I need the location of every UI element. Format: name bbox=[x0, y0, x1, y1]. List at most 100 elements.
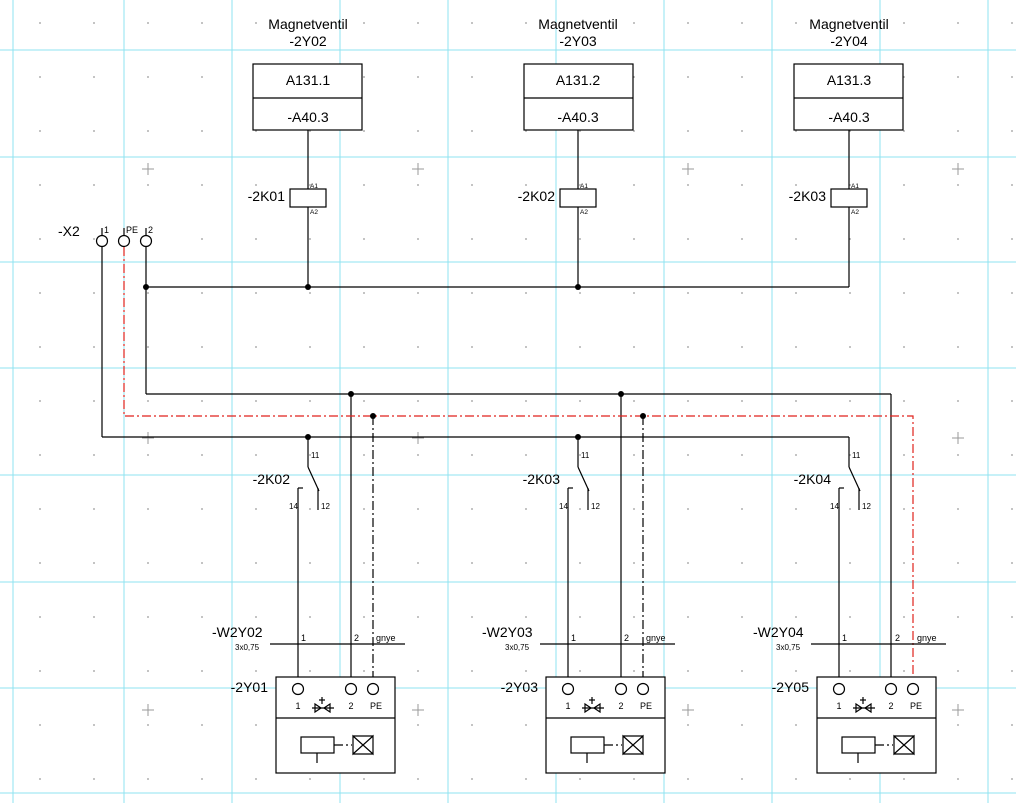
grid-dot bbox=[147, 346, 149, 348]
grid-dot bbox=[687, 562, 689, 564]
valve-tag: -2Y03 bbox=[559, 33, 597, 49]
cable-3[interactable]: -W2Y04 3x0,75 1 2 gnye bbox=[753, 624, 946, 652]
grid-dot bbox=[579, 346, 581, 348]
grid-dot bbox=[741, 400, 743, 402]
grid-dot bbox=[1011, 292, 1013, 294]
grid-dot bbox=[93, 22, 95, 24]
grid-dot bbox=[147, 724, 149, 726]
grid-dot bbox=[39, 238, 41, 240]
device-terminal-2[interactable] bbox=[614, 682, 628, 696]
terminal-1[interactable] bbox=[95, 234, 109, 248]
cable-2[interactable]: -W2Y03 3x0,75 1 2 gnye bbox=[482, 624, 675, 652]
grid-dot bbox=[957, 778, 959, 780]
cable-1[interactable]: -W2Y02 3x0,75 1 2 gnye bbox=[212, 624, 405, 652]
solenoid-device-1[interactable]: -2Y01 1 2 PE bbox=[231, 676, 396, 774]
valve-tag: -2Y04 bbox=[830, 33, 868, 49]
terminal-2[interactable] bbox=[139, 234, 153, 248]
device-terminal-2[interactable] bbox=[344, 682, 358, 696]
grid-dot bbox=[741, 22, 743, 24]
led-suppressor-icon bbox=[582, 697, 604, 714]
grid-dot bbox=[795, 724, 797, 726]
junction-dot bbox=[575, 284, 581, 290]
valve-icon bbox=[622, 734, 644, 756]
relay-coil[interactable] bbox=[830, 188, 868, 208]
grid-dot bbox=[471, 778, 473, 780]
grid-dot bbox=[93, 130, 95, 132]
grid-dot bbox=[633, 508, 635, 510]
grid-dot bbox=[957, 616, 959, 618]
cable-core-2: 2 bbox=[895, 633, 900, 643]
plc-ref: -A40.3 bbox=[557, 109, 598, 125]
relay-coil[interactable] bbox=[559, 188, 597, 208]
grid-dot bbox=[147, 778, 149, 780]
grid-dot bbox=[39, 508, 41, 510]
plc-output-box[interactable] bbox=[252, 63, 363, 131]
relay-coil-tag: -2K03 bbox=[789, 188, 827, 204]
device-terminal-pe[interactable] bbox=[366, 682, 380, 696]
relay-contact-2[interactable]: -2K03 11 14 12 bbox=[523, 437, 601, 685]
grid-dot bbox=[795, 346, 797, 348]
grid-dot bbox=[417, 670, 419, 672]
solenoid-device-3[interactable]: -2Y05 1 2 PE bbox=[772, 676, 937, 774]
grid-dot bbox=[93, 670, 95, 672]
grid-dot bbox=[687, 238, 689, 240]
device-terminal-1[interactable] bbox=[832, 682, 846, 696]
junction-dot bbox=[348, 391, 354, 397]
solenoid-device-2[interactable]: -2Y03 1 2 PE bbox=[501, 676, 666, 774]
device-terminal-2[interactable] bbox=[884, 682, 898, 696]
grid-dot bbox=[39, 22, 41, 24]
grid-dot bbox=[903, 670, 905, 672]
grid-dot bbox=[201, 238, 203, 240]
grid-dot bbox=[795, 616, 797, 618]
grid-dot bbox=[1011, 130, 1013, 132]
grid-dot bbox=[903, 400, 905, 402]
grid-dot bbox=[309, 238, 311, 240]
device-terminal-pe[interactable] bbox=[906, 682, 920, 696]
grid-dot bbox=[525, 184, 527, 186]
grid-dot bbox=[417, 508, 419, 510]
grid-dot bbox=[363, 778, 365, 780]
grid-dot bbox=[525, 508, 527, 510]
grid-dot bbox=[849, 400, 851, 402]
grid-dot bbox=[1011, 346, 1013, 348]
grid-dot bbox=[417, 130, 419, 132]
grid-dot bbox=[579, 616, 581, 618]
grid-dot bbox=[687, 508, 689, 510]
coil-pin-a2: A2 bbox=[310, 209, 318, 216]
grid-dot bbox=[471, 562, 473, 564]
device-tag: -2Y03 bbox=[501, 679, 539, 695]
grid-dot bbox=[525, 724, 527, 726]
grid-dot bbox=[363, 616, 365, 618]
grid-dot bbox=[687, 400, 689, 402]
grid-dot bbox=[525, 616, 527, 618]
plc-address: A131.2 bbox=[556, 72, 601, 88]
grid-dot bbox=[309, 616, 311, 618]
grid-dot bbox=[471, 508, 473, 510]
device-terminal-pe[interactable] bbox=[636, 682, 650, 696]
grid-dot bbox=[633, 400, 635, 402]
grid-dot bbox=[849, 616, 851, 618]
grid-dot bbox=[417, 616, 419, 618]
relay-coil[interactable] bbox=[289, 188, 327, 208]
plc-output-box[interactable] bbox=[523, 63, 634, 131]
contact-pin-nc: 12 bbox=[321, 502, 330, 511]
junction-dot bbox=[618, 391, 624, 397]
relay-contact-1[interactable]: -2K02 11 14 12 bbox=[253, 437, 331, 685]
grid-dot bbox=[255, 562, 257, 564]
pe-conductor[interactable] bbox=[123, 247, 914, 685]
grid-dot bbox=[39, 130, 41, 132]
grid-cross-marker bbox=[412, 704, 424, 716]
grid-dot bbox=[633, 454, 635, 456]
grid-dot bbox=[525, 670, 527, 672]
terminal-pe[interactable] bbox=[117, 234, 131, 248]
valve-column-3: Magnetventil -2Y04 A131.3 -A40.3 -2K03 A… bbox=[789, 16, 904, 216]
grid-dot bbox=[525, 346, 527, 348]
grid-dot bbox=[849, 22, 851, 24]
valve-tag: -2Y02 bbox=[289, 33, 327, 49]
device-terminal-1[interactable] bbox=[561, 682, 575, 696]
grid-dot bbox=[147, 292, 149, 294]
device-terminal-1[interactable] bbox=[291, 682, 305, 696]
plc-output-box[interactable] bbox=[793, 63, 904, 131]
grid-cross-marker bbox=[682, 704, 694, 716]
relay-contact-3[interactable]: -2K04 11 14 12 bbox=[794, 437, 872, 685]
